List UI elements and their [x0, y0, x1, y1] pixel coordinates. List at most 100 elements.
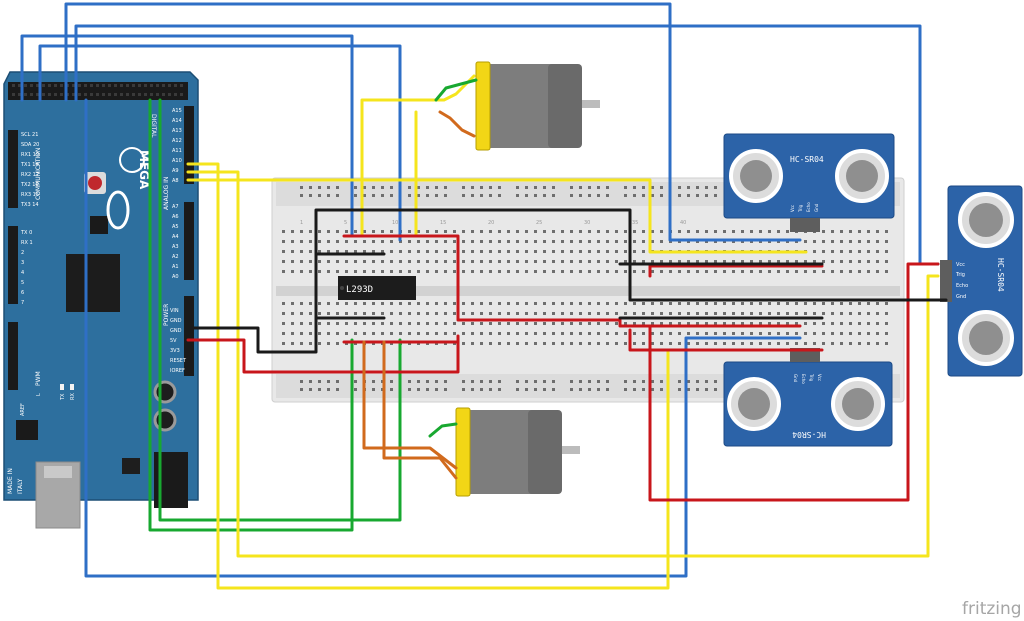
- hole: [417, 194, 420, 197]
- hole: [390, 186, 393, 189]
- hole: [42, 93, 45, 96]
- hole: [642, 312, 645, 315]
- hole: [516, 230, 519, 233]
- hole: [435, 332, 438, 335]
- hole: [633, 260, 636, 263]
- hole: [489, 186, 492, 189]
- hole: [570, 322, 573, 325]
- hole: [525, 230, 528, 233]
- hole: [534, 230, 537, 233]
- hole: [588, 312, 591, 315]
- hole: [408, 302, 411, 305]
- hole: [714, 332, 717, 335]
- hole: [606, 240, 609, 243]
- hole: [759, 230, 762, 233]
- hole: [345, 332, 348, 335]
- hole: [597, 332, 600, 335]
- hole: [669, 260, 672, 263]
- hole: [480, 250, 483, 253]
- hole: [471, 260, 474, 263]
- hole: [723, 322, 726, 325]
- hole: [381, 270, 384, 273]
- hole: [804, 342, 807, 345]
- hole: [498, 270, 501, 273]
- hole: [78, 93, 81, 96]
- hole: [417, 230, 420, 233]
- hole: [471, 312, 474, 315]
- bb-col-number: 30: [584, 220, 590, 226]
- hole: [471, 380, 474, 383]
- hole: [138, 84, 141, 87]
- hole: [579, 186, 582, 189]
- hole: [399, 322, 402, 325]
- hole: [282, 312, 285, 315]
- hole: [624, 302, 627, 305]
- hole: [300, 240, 303, 243]
- hole: [381, 332, 384, 335]
- hc-sr04-sensor-right: HC-SR04 Vcc Trig Echo Gnd: [940, 185, 1023, 377]
- sensor-pin-label: Vcc: [956, 262, 965, 268]
- hole: [642, 194, 645, 197]
- hole: [840, 240, 843, 243]
- hole: [597, 194, 600, 197]
- hole: [840, 230, 843, 233]
- hole: [354, 380, 357, 383]
- hole: [642, 380, 645, 383]
- arduino-top-header: [8, 82, 188, 100]
- hole: [372, 312, 375, 315]
- hole: [741, 322, 744, 325]
- hole: [345, 240, 348, 243]
- italy-label: ITALY: [17, 478, 24, 494]
- hole: [714, 270, 717, 273]
- hole: [678, 194, 681, 197]
- hole: [471, 388, 474, 391]
- hole: [660, 270, 663, 273]
- sensor-header: [940, 260, 952, 302]
- pin-label: A10: [172, 158, 182, 164]
- hole: [813, 240, 816, 243]
- wire-yellow: [186, 170, 940, 558]
- hole: [660, 194, 663, 197]
- hole: [579, 380, 582, 383]
- hole: [795, 302, 798, 305]
- hole: [687, 230, 690, 233]
- hole: [507, 312, 510, 315]
- hole: [543, 250, 546, 253]
- hole: [687, 322, 690, 325]
- hole: [498, 186, 501, 189]
- arduino-mega-board: MEGA DIGITAL COMMUNICATION ANALOG IN POW…: [3, 71, 199, 529]
- hole: [336, 230, 339, 233]
- hole: [354, 388, 357, 391]
- motor-end-cap: [475, 61, 491, 151]
- hole: [750, 260, 753, 263]
- hole: [354, 240, 357, 243]
- arduino-left-header-comm: [8, 130, 18, 208]
- hole: [435, 388, 438, 391]
- hole: [516, 270, 519, 273]
- hole: [570, 342, 573, 345]
- hole: [570, 230, 573, 233]
- hole: [363, 260, 366, 263]
- hole: [669, 270, 672, 273]
- hole: [705, 332, 708, 335]
- hole: [723, 270, 726, 273]
- wire-blue: [84, 98, 802, 578]
- hole: [768, 260, 771, 263]
- hole: [444, 250, 447, 253]
- hole: [42, 84, 45, 87]
- hole: [444, 302, 447, 305]
- hole: [552, 322, 555, 325]
- hole: [480, 380, 483, 383]
- hole: [606, 388, 609, 391]
- bb-col-number: 35: [632, 220, 638, 226]
- pin-label: VIN: [170, 308, 179, 314]
- hole: [552, 380, 555, 383]
- hole: [606, 322, 609, 325]
- hole: [156, 93, 159, 96]
- hole: [543, 312, 546, 315]
- hole: [534, 250, 537, 253]
- hole: [462, 332, 465, 335]
- hole: [291, 322, 294, 325]
- hole: [633, 302, 636, 305]
- hole: [705, 230, 708, 233]
